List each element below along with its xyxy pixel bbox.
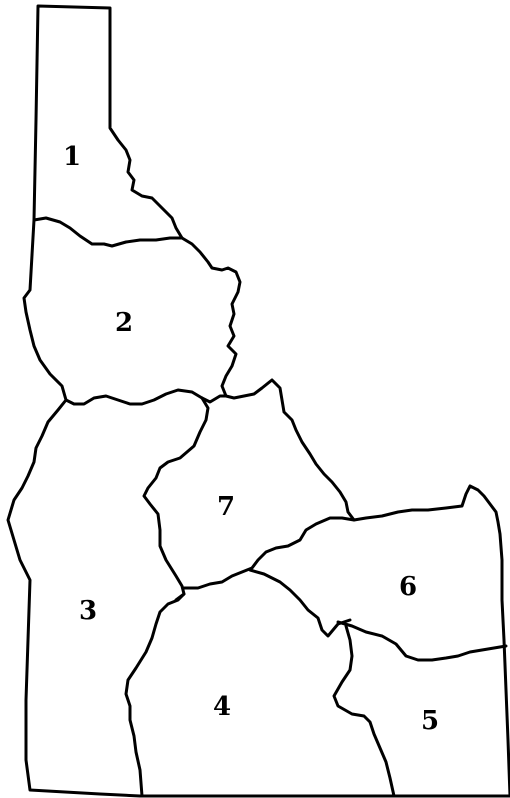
region-4-label: 4	[213, 692, 231, 722]
boundary-5-6	[336, 620, 508, 662]
region-6-label: 6	[399, 572, 417, 602]
region-5-label: 5	[421, 706, 439, 736]
boundary-7-4	[182, 516, 356, 590]
boundary-1-2	[32, 216, 184, 248]
region-3-label: 3	[79, 596, 97, 626]
region-1-label: 1	[63, 142, 81, 172]
boundary-4-6	[248, 568, 352, 638]
state-outline	[6, 4, 510, 798]
boundary-4-5	[332, 624, 396, 798]
boundary-2-3	[64, 388, 228, 406]
region-7-label: 7	[217, 492, 235, 522]
boundary-3-7	[142, 396, 210, 602]
boundary-3-4	[124, 592, 186, 798]
region-2-label: 2	[115, 308, 133, 338]
